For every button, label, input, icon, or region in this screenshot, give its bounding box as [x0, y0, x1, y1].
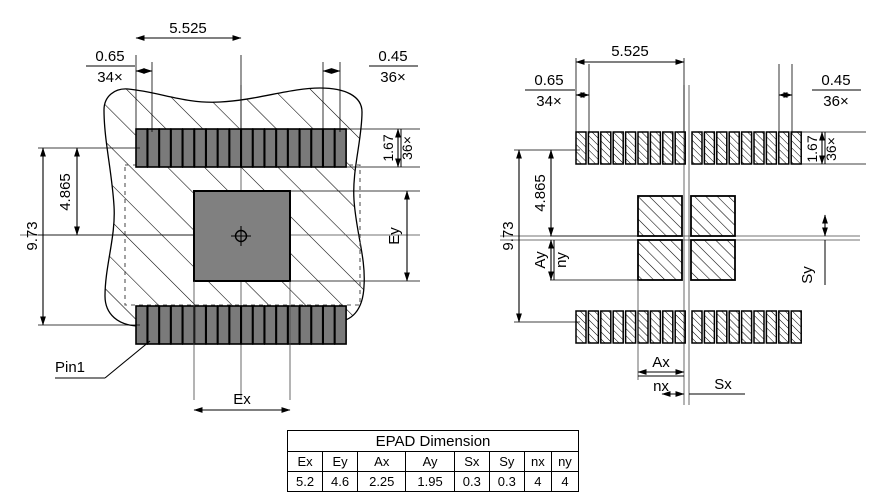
dim-epad-sub-width-numerator: Ax	[652, 354, 670, 371]
dim-span-x-left: 5.525	[169, 20, 207, 37]
dim-epad-width-left: Ex	[233, 391, 251, 408]
dim-padw-top-right-value: 0.45	[821, 72, 850, 89]
pin1-callout: Pin1	[55, 340, 151, 379]
table-title-row: EPAD Dimension	[287, 430, 579, 452]
table-header-ay: Ay	[405, 451, 455, 472]
table-row: 5.2 4.6 2.25 1.95 0.3 0.3 4 4	[286, 471, 580, 492]
dim-epad-sub-height-numerator: Ay	[532, 251, 549, 269]
package-body-outline	[103, 87, 365, 327]
dim-padw-top-left-count: 36×	[380, 69, 405, 86]
dim-padw-top-right-count: 36×	[823, 93, 848, 110]
dim-pad-length-right-count: 36×	[823, 137, 839, 161]
dim-inner-height-right: 4.865	[532, 174, 549, 212]
table-value-ax: 2.25	[357, 471, 407, 492]
dim-epad-sub-height-denominator: ny	[553, 252, 570, 268]
dim-padw-top-left-value: 0.45	[378, 48, 407, 65]
epad-dimension-table: EPAD Dimension Ex Ey Ax Ay Sx Sy nx ny 5…	[286, 430, 580, 492]
table-header-ey: Ey	[322, 451, 359, 472]
table-header-row: Ex Ey Ax Ay Sx Sy nx ny	[286, 451, 580, 472]
epad-subpad-bottom-left	[637, 239, 683, 281]
dim-pitch-top-left-count: 34×	[97, 69, 122, 86]
bottom-pad-row	[135, 305, 347, 345]
dim-pad-length-right-value: 1.67	[804, 135, 820, 162]
dim-epad-sub-width-denominator: nx	[653, 378, 669, 395]
table-value-ny: 4	[550, 471, 580, 492]
table-title: EPAD Dimension	[287, 430, 579, 452]
epad-subpad-top-left	[637, 195, 683, 237]
right-top-pad-row	[575, 131, 802, 165]
table-value-ay: 1.95	[405, 471, 455, 492]
epad-subpad-bottom-right	[690, 239, 736, 281]
table-header-nx: nx	[523, 451, 552, 472]
dim-gap-x-label: Sx	[714, 376, 732, 393]
right-bottom-pad-row	[575, 310, 802, 344]
epad-subpad-grid	[637, 195, 736, 281]
dim-pitch-top-right-value: 0.65	[534, 72, 563, 89]
epad-subpad-top-right	[690, 195, 736, 237]
dim-pad-length-left-value: 1.67	[380, 134, 396, 161]
dim-pitch-top-right-count: 34×	[536, 93, 561, 110]
table-value-ex: 5.2	[286, 471, 324, 492]
left-view-group: 5.525 0.65 34× 0.45 36× 9.73 4.865	[20, 20, 420, 413]
dim-epad-height-left: Ey	[386, 227, 403, 245]
table-value-sy: 0.3	[488, 471, 525, 492]
table-value-ey: 4.6	[322, 471, 359, 492]
dim-overall-height-left: 9.73	[24, 221, 41, 250]
table-value-nx: 4	[523, 471, 552, 492]
table-header-ny: ny	[550, 451, 580, 472]
table-header-sy: Sy	[488, 451, 525, 472]
top-pad-row	[135, 128, 347, 168]
table-header-ex: Ex	[286, 451, 324, 472]
pin1-label: Pin1	[55, 359, 85, 376]
dim-gap-y-label: Sy	[799, 266, 816, 284]
right-view-group: 5.525 0.65 34× 0.45 36× 9.73 4.865	[500, 43, 866, 405]
dim-overall-height-right: 9.73	[500, 221, 517, 250]
table-header-ax: Ax	[357, 451, 407, 472]
table-value-sx: 0.3	[453, 471, 490, 492]
dim-pad-length-left-count: 36×	[399, 136, 415, 160]
dim-inner-height-left: 4.865	[57, 173, 74, 211]
dim-pitch-top-left-value: 0.65	[95, 48, 124, 65]
dim-span-x-right: 5.525	[611, 43, 649, 60]
table-header-sx: Sx	[453, 451, 490, 472]
center-target-icon	[231, 226, 251, 246]
epad-square	[193, 190, 291, 282]
